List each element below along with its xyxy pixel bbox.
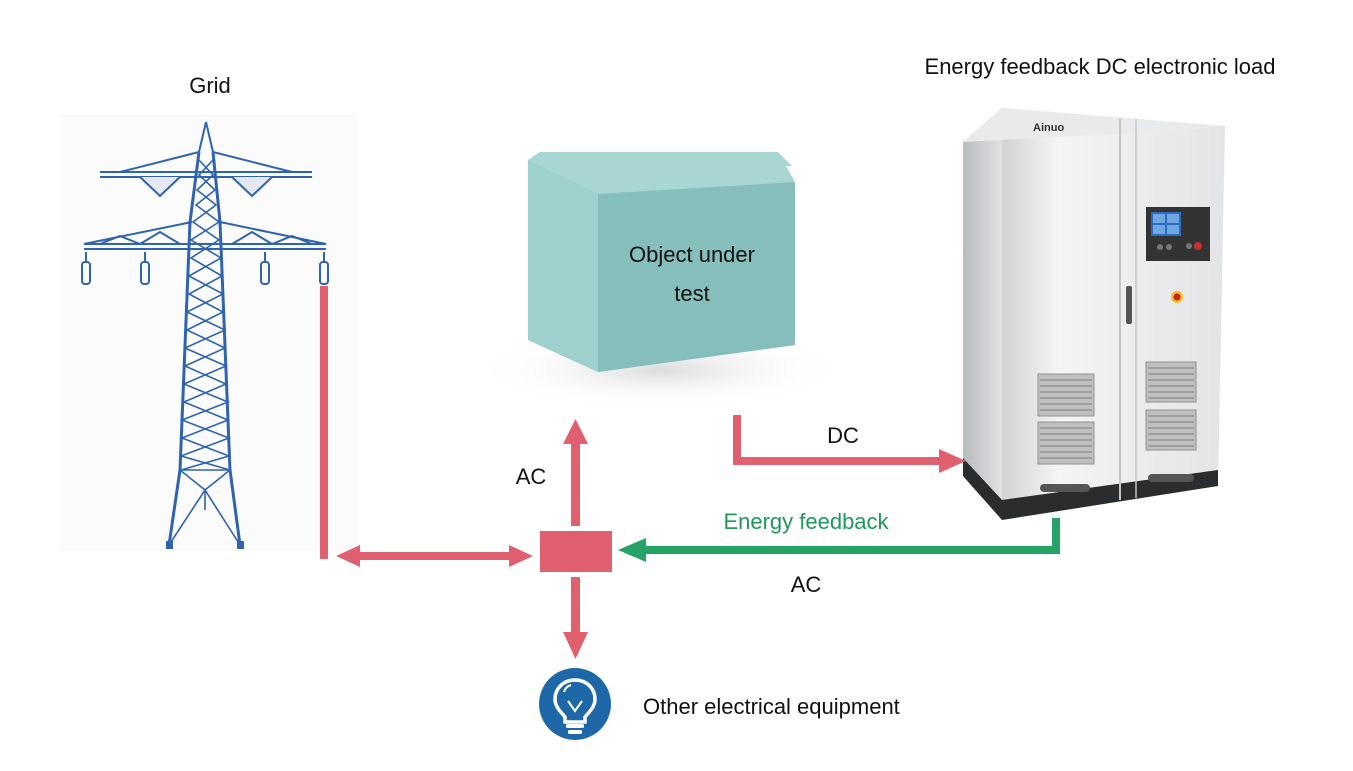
ac-vertical-label: AC <box>516 464 547 489</box>
object-under-test-box <box>528 152 795 372</box>
light-bulb-icon <box>539 668 611 740</box>
energy-feedback-arrow <box>618 518 1060 562</box>
load-title: Energy feedback DC electronic load <box>925 54 1276 79</box>
tower-foot-left <box>166 541 173 549</box>
transmission-tower-icon <box>81 121 329 546</box>
grid-junction-bidirectional-arrow <box>336 545 533 567</box>
junction-to-object-arrow <box>563 419 588 526</box>
junction-box <box>540 531 612 572</box>
object-under-test-label-line1: Object under <box>629 242 755 267</box>
electronic-load-cabinet-icon <box>963 108 1225 520</box>
object-under-test-label-line2: test <box>674 281 709 306</box>
dc-label: DC <box>827 423 859 448</box>
other-equipment-label: Other electrical equipment <box>643 694 900 719</box>
energy-feedback-label: Energy feedback <box>723 509 889 534</box>
cabinet-brand: Ainuo <box>1033 122 1064 134</box>
dc-arrow <box>733 415 966 473</box>
tower-foot-right <box>237 541 244 549</box>
tower-background <box>60 115 358 551</box>
junction-to-equipment-arrow <box>563 577 588 659</box>
grid-drop-line <box>320 286 328 559</box>
ac-feedback-label: AC <box>791 572 822 597</box>
grid-label: Grid <box>189 73 231 98</box>
